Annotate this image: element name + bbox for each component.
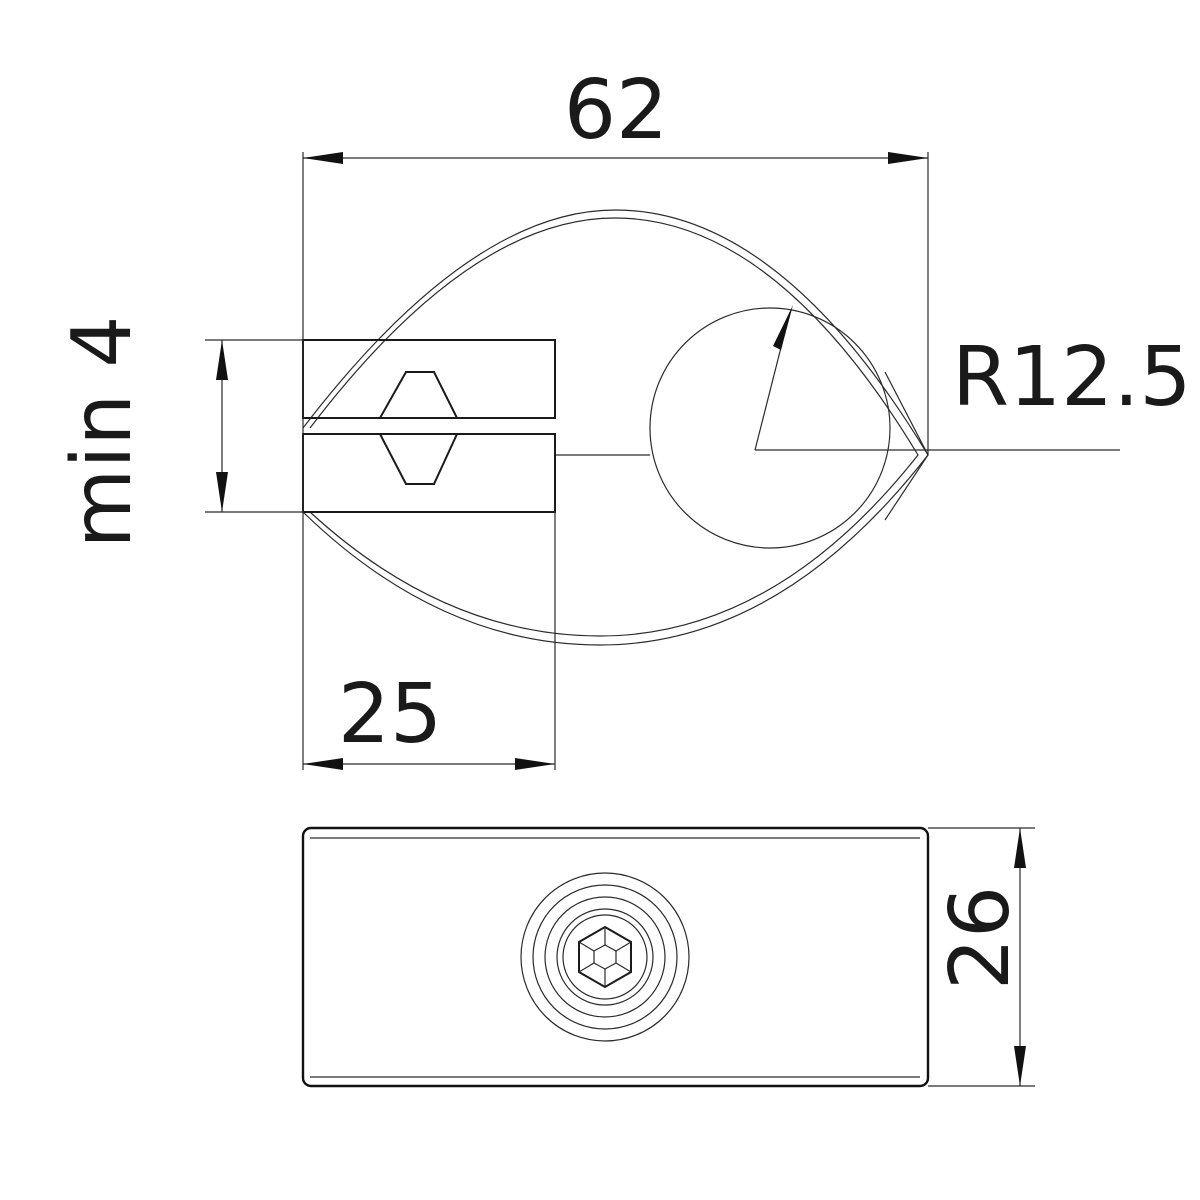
- dim-label-26: 26: [933, 886, 1028, 990]
- screw-ring-1: [520, 872, 690, 1042]
- screw-ring-3: [544, 896, 666, 1018]
- radius-arrowhead: [773, 305, 793, 350]
- dim-label-25: 25: [338, 667, 442, 762]
- arrowhead-62-right: [888, 152, 928, 164]
- screw-ring-4: [556, 908, 654, 1006]
- dim-label-min4: min 4: [55, 316, 150, 549]
- screw-ring-2: [532, 884, 678, 1030]
- arrowhead-25-left: [303, 758, 343, 770]
- side-body: [301, 826, 930, 1088]
- side-view: 26: [301, 826, 1035, 1088]
- dim-label-62: 62: [564, 63, 668, 158]
- hex-line-3: [615, 962, 632, 973]
- clamp-upper: [302, 339, 556, 419]
- screw-ring-5: [562, 914, 648, 1000]
- v-groove-lower: [379, 433, 458, 485]
- arrowhead-26-bottom: [1014, 1046, 1026, 1086]
- arrowhead-min4-bottom: [216, 472, 228, 512]
- hex-socket-inner: [593, 944, 617, 970]
- body-outline-outer: [302, 209, 929, 646]
- body-outline-inner: [309, 217, 919, 637]
- dim-label-radius: R12.5: [952, 330, 1192, 425]
- arrowhead-26-top: [1014, 828, 1026, 868]
- top-view: 62 25 min 4 R12.5: [55, 63, 1192, 770]
- arrowhead-min4-top: [216, 340, 228, 380]
- screw: [520, 872, 690, 1042]
- arrowhead-62-left: [303, 152, 343, 164]
- hex-line-2: [615, 941, 632, 952]
- v-groove-upper: [379, 371, 458, 419]
- clamp-lower: [302, 433, 556, 513]
- bore-circle: [649, 307, 891, 549]
- hex-line-6: [578, 941, 595, 952]
- hex-line-5: [578, 962, 595, 973]
- arrowhead-25-right: [515, 758, 555, 770]
